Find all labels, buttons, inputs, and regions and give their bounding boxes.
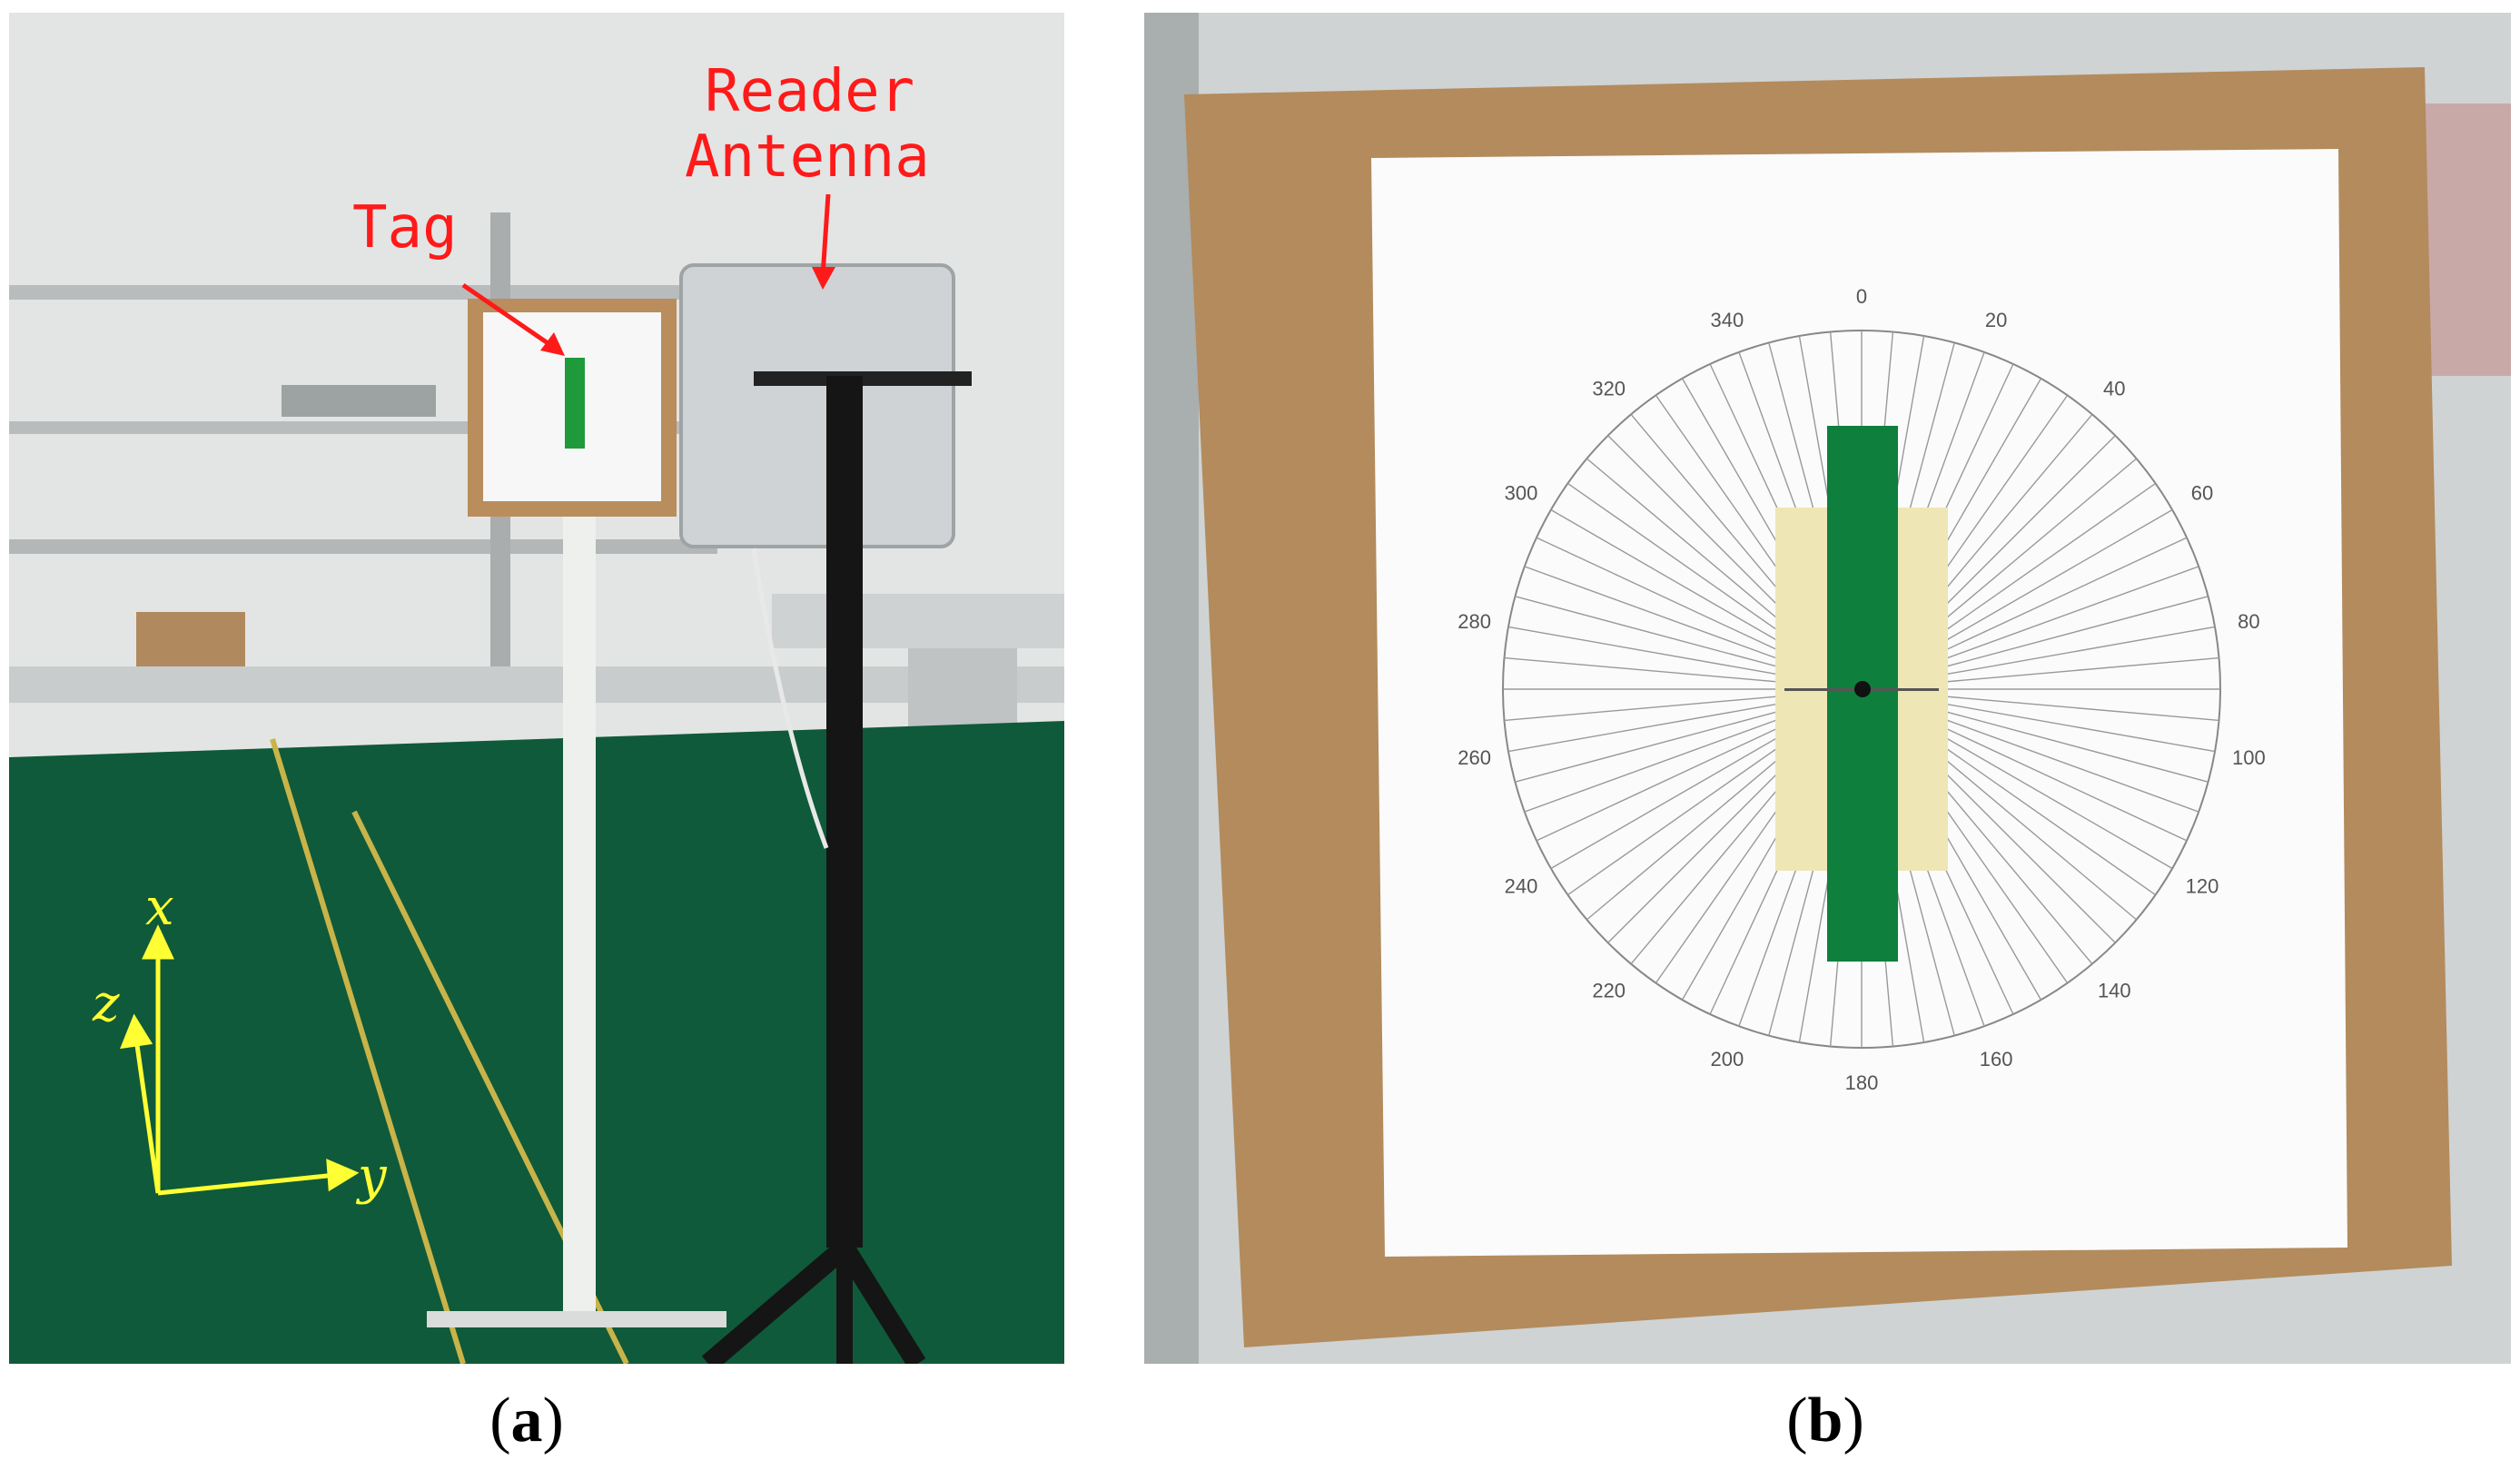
dial-angle-label: 20	[1985, 309, 2007, 331]
dial-angle-label: 80	[2238, 610, 2259, 633]
coordinate-axes	[120, 924, 360, 1196]
dial-angle-label: 320	[1592, 377, 1626, 400]
dial-angle-label: 140	[2098, 980, 2131, 1002]
dial-angle-label: 0	[1856, 285, 1867, 308]
dial-angle-label: 220	[1592, 980, 1626, 1002]
reader-antenna-panel	[679, 263, 972, 548]
dial-angle-label: 300	[1505, 482, 1538, 505]
rfid-tag	[1775, 426, 1948, 962]
y-axis-label: y	[355, 1147, 388, 1206]
dial-angle-label: 120	[2186, 875, 2219, 898]
dial-angle-label: 200	[1711, 1048, 1744, 1070]
photo-tag-dial: 0 20 40 60 80 100 120 140 160 180 200 220 240 260 280 3…	[1144, 13, 2511, 1364]
dial-angle-label: 160	[1980, 1048, 2013, 1070]
tripod	[701, 376, 926, 1364]
tag-board	[468, 299, 677, 517]
z-axis-label: z	[92, 974, 120, 1033]
dial-scene: 0 20 40 60 80 100 120 140 160 180 200 220 240 260 280 3…	[1144, 13, 2511, 1364]
dial-angle-label: 180	[1845, 1071, 1879, 1094]
tag-arrow	[461, 282, 560, 353]
caption-a: (a)	[489, 1386, 564, 1455]
reader-arrow	[820, 193, 831, 277]
tag-stand-pole	[563, 512, 596, 1311]
setup-scene: Tag Reader Antenna x y z	[9, 13, 1064, 1364]
floor	[9, 721, 1064, 1364]
dial-angle-label: 40	[2103, 377, 2125, 400]
dial-angle-label: 240	[1505, 875, 1538, 898]
dial-angle-label: 280	[1458, 610, 1491, 633]
caption-b: (b)	[1786, 1386, 1864, 1455]
dial-angle-label: 340	[1711, 309, 1744, 331]
reader-annotation-line2: Antenna	[685, 123, 930, 191]
dial-angle-label: 100	[2232, 746, 2266, 769]
dial-angle-label: 60	[2191, 482, 2213, 505]
dial-angle-label: 260	[1458, 746, 1491, 769]
photo-setup: Tag Reader Antenna x y z	[9, 13, 1064, 1364]
tag-annotation: Tag	[352, 194, 458, 261]
x-axis-label: x	[145, 878, 174, 937]
reader-annotation-line1: Reader	[705, 58, 914, 125]
